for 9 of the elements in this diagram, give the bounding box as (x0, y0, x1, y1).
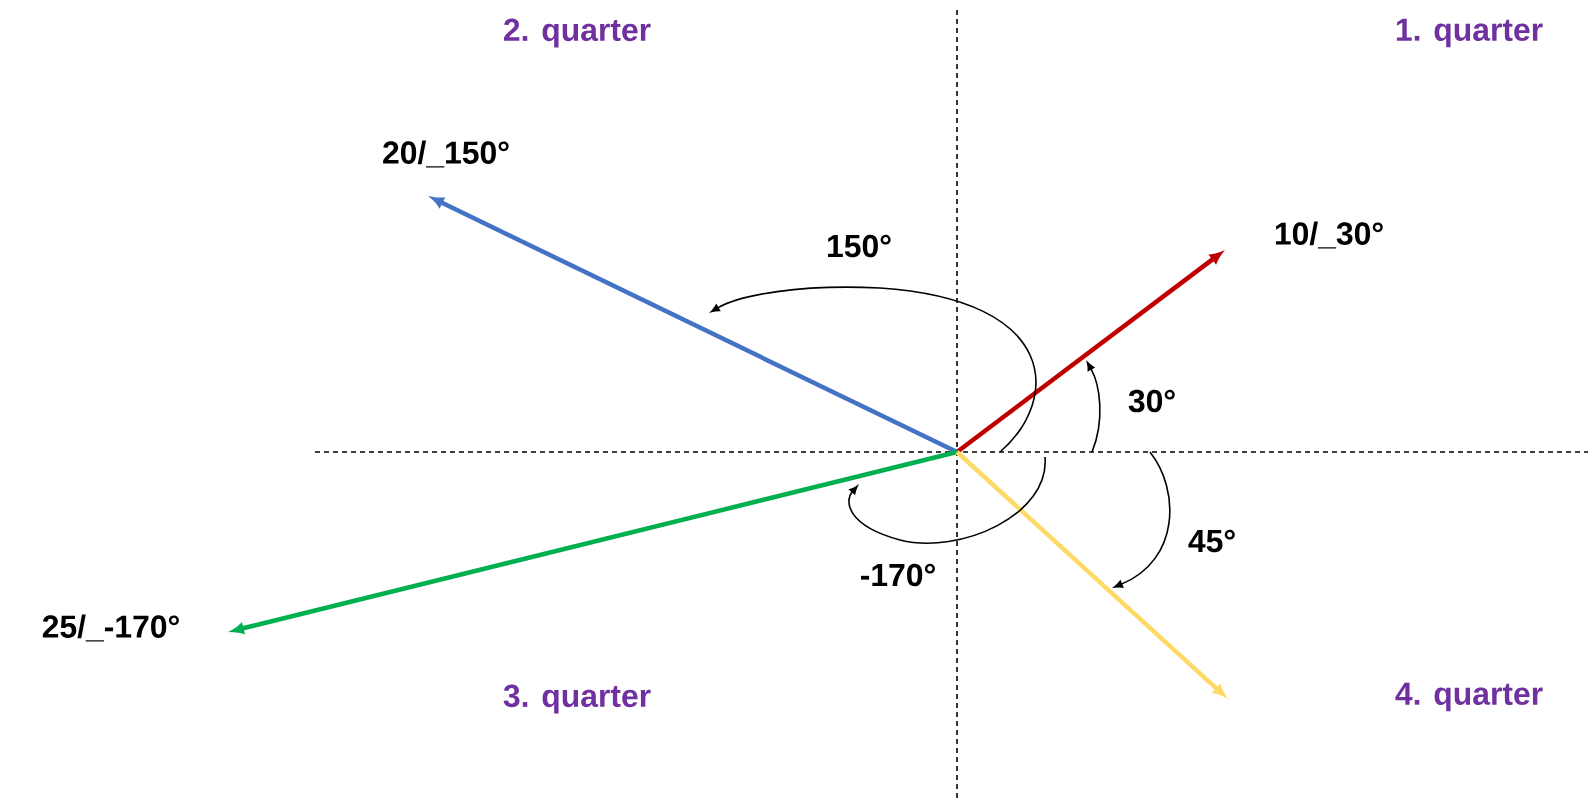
quadrant-label: 3. quarter (503, 684, 651, 714)
phasor-label: 10/_30° (1275, 221, 1383, 249)
quadrant-label: 4. quarter (1395, 682, 1543, 712)
angle-label: 45° (1188, 529, 1235, 553)
angle-label: 150° (828, 234, 891, 258)
phasor-label: 25/_-170° (42, 614, 179, 642)
quadrant-label: 1. quarter (1396, 18, 1543, 48)
phasor-label: 20/_150° (383, 140, 509, 168)
quadrant-label: 2. quarter (504, 18, 651, 48)
